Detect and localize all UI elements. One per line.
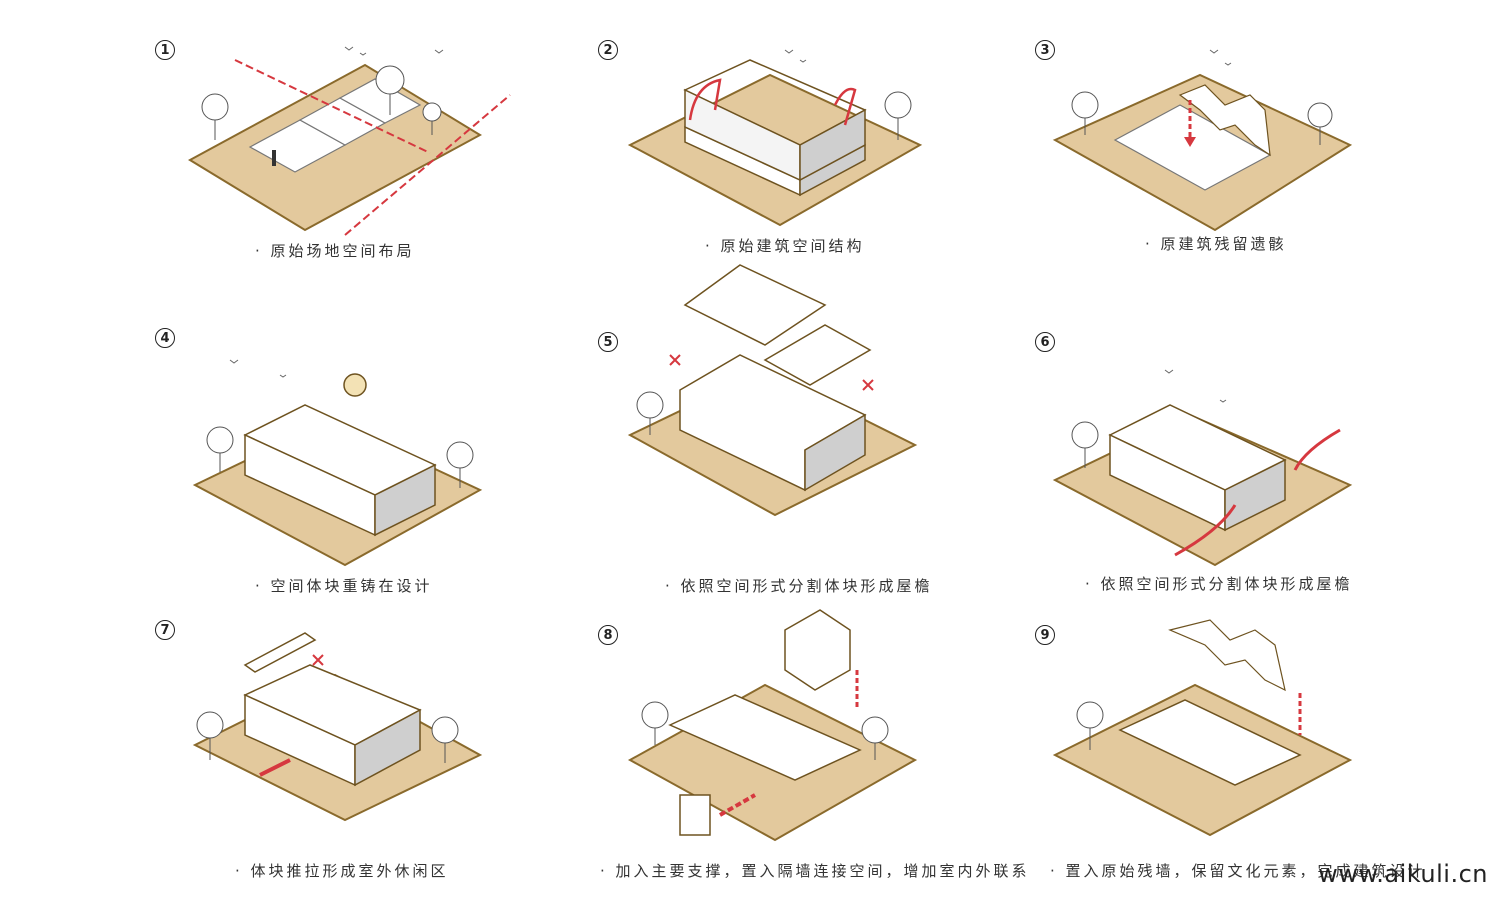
red-axis-2 <box>344 94 511 236</box>
tree-icon <box>636 391 664 435</box>
panel-9-drawing <box>1052 619 1353 837</box>
roof-piece-1 <box>683 264 827 346</box>
panel-4: 4 · 空间体块重铸在设计 <box>140 320 640 610</box>
bird-icon <box>784 49 807 63</box>
tree-icon <box>201 93 229 140</box>
watermark-text: www.aikuli.cn <box>1318 860 1488 888</box>
tree-icon <box>196 711 224 760</box>
bird-icon <box>1209 49 1232 66</box>
red-axis-1 <box>234 59 431 154</box>
panel-5: 5 · 依照空间形式分割体块形成屋檐 <box>580 264 1080 610</box>
tree-icon <box>446 441 474 488</box>
panel-2-drawing <box>627 49 923 227</box>
panel-number-2: 2 <box>598 40 618 60</box>
red-push-arrow <box>259 758 291 777</box>
panel-caption-7: · 体块推拉形成室外休闲区 <box>235 862 449 880</box>
tree-icon <box>206 426 234 472</box>
panel-number-8: 8 <box>598 625 618 645</box>
tree-icon <box>1307 102 1333 145</box>
panel-1: 1 · 原始场地空间布局 <box>140 30 640 320</box>
red-wind-arrow <box>1174 504 1237 557</box>
scissors-icon <box>669 354 681 366</box>
red-wind-arrow <box>1293 428 1341 471</box>
panel-caption-2: · 原始建筑空间结构 <box>705 237 865 255</box>
tree-icon <box>641 701 669 745</box>
red-arrowhead <box>1184 137 1196 147</box>
ruined-wall <box>1178 84 1271 157</box>
panel-8: 8 · 加入主要支撑，置入隔墙连接空间，增加室内外联系 <box>580 609 1080 905</box>
panel-number-4: 4 <box>155 328 175 348</box>
panel-caption-1: · 原始场地空间布局 <box>255 242 415 260</box>
tree-icon <box>1071 91 1099 135</box>
roof-slab <box>668 694 862 781</box>
block-side <box>374 463 436 537</box>
panel-caption-3: · 原建筑残留遗骸 <box>1145 235 1287 253</box>
panel-7: 7 · 体块推拉形成室外休闲区 <box>140 615 640 905</box>
panel-4-drawing <box>192 359 483 567</box>
panel-caption-8: · 加入主要支撑，置入隔墙连接空间，增加室内外联系 <box>600 862 1030 880</box>
panel-caption-9: · 置入原始残墙，保留文化元素，完成建筑设计 <box>1050 862 1426 880</box>
scissors-icon <box>862 379 874 391</box>
slab-3 <box>338 78 422 124</box>
bird-icon <box>344 46 444 56</box>
panel-3: 3 · 原建筑残留遗骸 <box>1020 30 1500 320</box>
panel-number-7: 7 <box>155 620 175 640</box>
panel-7-drawing <box>192 632 483 822</box>
bird-icon <box>1164 369 1227 403</box>
panel-2: 2 · 原始建筑空间结构 <box>580 30 1080 320</box>
pulled-slab <box>243 632 317 673</box>
red-arrow <box>688 78 722 121</box>
panel-caption-4: · 空间体块重铸在设计 <box>255 577 433 595</box>
panel-number-1: 1 <box>155 40 175 60</box>
roof-slab <box>1118 699 1302 786</box>
person-icon <box>272 150 276 166</box>
lightbulb-icon <box>343 373 367 397</box>
tree-icon <box>1076 701 1104 750</box>
tree-icon <box>884 91 912 140</box>
block-side <box>354 708 421 787</box>
panel-5-drawing <box>627 264 918 517</box>
panel-9: 9 · 置入原始残墙，保留文化元素，完成建筑设计 <box>1020 615 1500 905</box>
panel-caption-6: · 依照空间形式分割体块形成屋檐 <box>1085 575 1353 593</box>
panel-3-drawing <box>1052 49 1353 232</box>
roof-piece-2 <box>763 324 872 386</box>
tree-icon <box>422 102 442 135</box>
panel-number-3: 3 <box>1035 40 1055 60</box>
panel-number-6: 6 <box>1035 332 1055 352</box>
wall-block-side <box>799 108 866 182</box>
panel-caption-5: · 依照空间形式分割体块形成屋檐 <box>665 577 933 595</box>
tree-icon <box>375 65 405 115</box>
red-arrow <box>833 87 857 126</box>
red-push-arrow <box>719 793 756 817</box>
glass-frame <box>784 609 851 691</box>
bird-icon <box>229 359 287 378</box>
panel-1-drawing <box>187 46 511 236</box>
house-side <box>804 413 866 492</box>
tree-icon <box>431 716 459 763</box>
panel-6-drawing <box>1052 369 1353 567</box>
scissors-icon <box>312 654 324 666</box>
panel-6: 6 · 依照空间形式分割体块形成屋檐 <box>1020 320 1500 610</box>
panel-number-9: 9 <box>1035 625 1055 645</box>
ruined-wall <box>1168 619 1286 692</box>
panel-number-5: 5 <box>598 332 618 352</box>
panel-8-drawing <box>627 609 918 842</box>
tree-icon <box>861 716 889 760</box>
tree-icon <box>1071 421 1099 468</box>
partition-panel <box>679 794 711 836</box>
